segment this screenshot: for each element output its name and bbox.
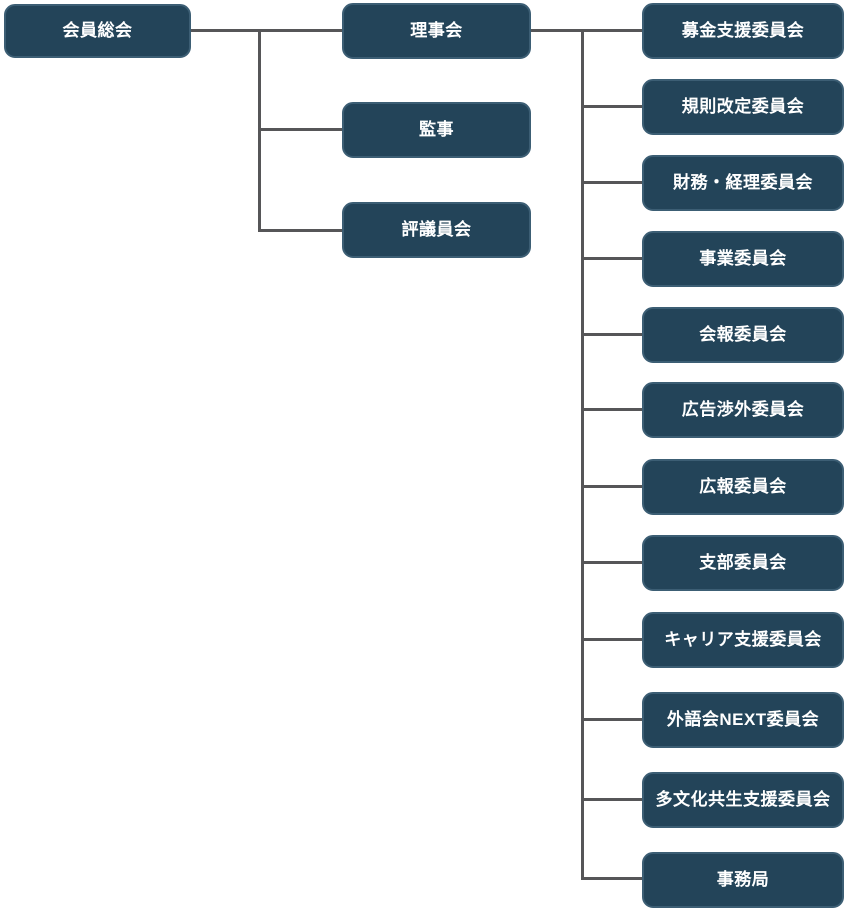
node-label: 評議員会 xyxy=(401,219,472,239)
connector-branch-committee xyxy=(581,877,642,880)
node-secretariat: 事務局 xyxy=(642,852,844,908)
connector-branch-committee xyxy=(581,485,642,488)
node-label: 多文化共生支援委員会 xyxy=(655,789,831,809)
node-auditor: 監事 xyxy=(342,102,531,158)
connector-branch-committee xyxy=(581,333,642,336)
connector-branch-committee xyxy=(581,181,642,184)
node-label: 財務・経理委員会 xyxy=(673,172,813,192)
node-committee-business: 事業委員会 xyxy=(642,231,844,287)
node-council: 評議員会 xyxy=(342,202,531,258)
node-committee-branch: 支部委員会 xyxy=(642,535,844,591)
node-label: 広報委員会 xyxy=(699,476,787,496)
node-general-assembly: 会員総会 xyxy=(4,4,191,58)
node-label: 事務局 xyxy=(716,869,770,889)
node-label: 広告渉外委員会 xyxy=(681,399,805,419)
node-board-of-directors: 理事会 xyxy=(342,3,531,59)
node-label: 外語会NEXT委員会 xyxy=(666,709,820,729)
connector-branch-committee xyxy=(581,561,642,564)
connector-root-to-board xyxy=(190,29,342,32)
connector-branch-committee xyxy=(581,798,642,801)
node-committee-career-support: キャリア支援委員会 xyxy=(642,612,844,668)
node-label: 募金支援委員会 xyxy=(681,20,805,40)
connector-trunk-committees xyxy=(581,29,584,880)
node-label: 支部委員会 xyxy=(699,552,787,572)
node-committee-multicultural-support: 多文化共生支援委員会 xyxy=(642,772,844,828)
node-label: 理事会 xyxy=(410,20,463,40)
connector-branch-auditor xyxy=(258,128,342,131)
node-label: 会員総会 xyxy=(62,20,133,40)
node-label: 監事 xyxy=(419,119,454,139)
connector-board-to-committee xyxy=(530,29,642,32)
connector-branch-committee xyxy=(581,105,642,108)
node-committee-public-relations: 広報委員会 xyxy=(642,459,844,515)
node-committee-rules-revision: 規則改定委員会 xyxy=(642,79,844,135)
node-committee-gaigokai-next: 外語会NEXT委員会 xyxy=(642,692,844,748)
node-label: 事業委員会 xyxy=(699,248,787,268)
node-committee-fundraising: 募金支援委員会 xyxy=(642,3,844,59)
node-label: キャリア支援委員会 xyxy=(664,629,822,649)
node-label: 会報委員会 xyxy=(699,324,787,344)
node-label: 規則改定委員会 xyxy=(681,96,805,116)
connector-branch-committee xyxy=(581,638,642,641)
connector-branch-committee xyxy=(581,257,642,260)
node-committee-bulletin: 会報委員会 xyxy=(642,307,844,363)
connector-branch-committee xyxy=(581,718,642,721)
connector-branch-council xyxy=(258,229,342,232)
connector-branch-committee xyxy=(581,408,642,411)
node-committee-finance-accounting: 財務・経理委員会 xyxy=(642,155,844,211)
node-committee-advertising-liaison: 広告渉外委員会 xyxy=(642,382,844,438)
